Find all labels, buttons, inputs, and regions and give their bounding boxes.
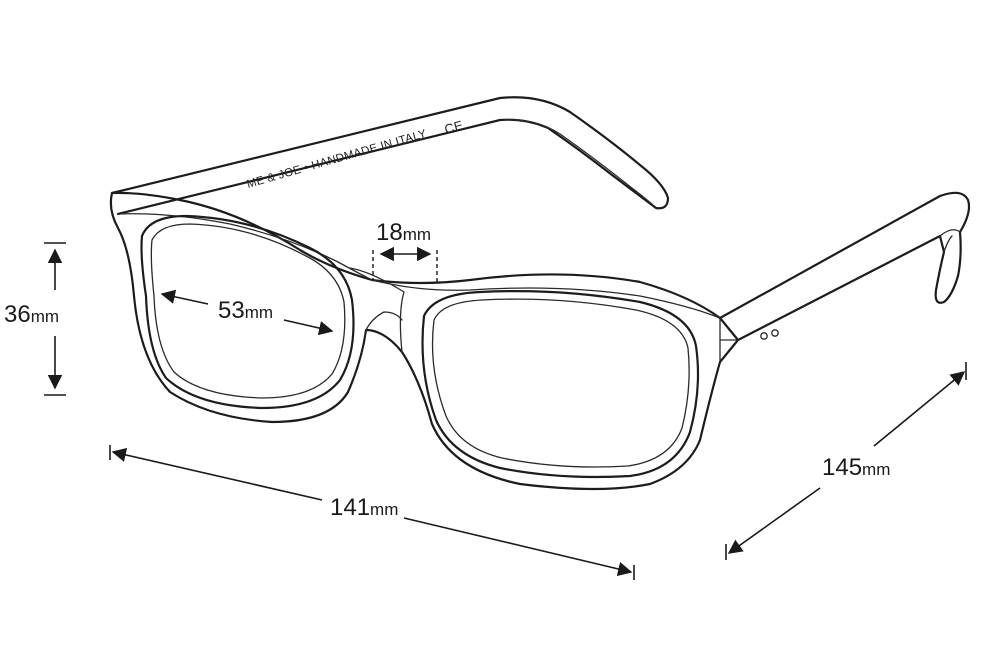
dimension-frame-height: 36mm bbox=[4, 242, 66, 396]
rivet-icon bbox=[760, 332, 768, 340]
lens-width-label: 53mm bbox=[218, 297, 273, 324]
ce-mark-text: CE bbox=[443, 117, 465, 137]
frame-front bbox=[109, 191, 740, 491]
rivet-icon bbox=[771, 329, 779, 337]
dimension-temple-length: 145mm bbox=[725, 362, 967, 560]
left-temple-arm: ME & JOE • HANDMADE IN ITALY CE bbox=[110, 96, 670, 216]
eyeglasses-illustration: ME & JOE • HANDMADE IN ITALY CE bbox=[109, 96, 971, 491]
dimension-bridge-width: 18mm bbox=[372, 219, 438, 282]
left-lens bbox=[140, 214, 355, 410]
right-temple-arm bbox=[718, 191, 971, 342]
total-width-label: 141mm bbox=[330, 494, 398, 521]
frame-height-label: 36mm bbox=[4, 301, 59, 328]
temple-length-label: 145mm bbox=[822, 454, 890, 481]
dimension-total-width: 141mm bbox=[109, 445, 635, 580]
right-lens bbox=[421, 290, 700, 479]
bridge-width-label: 18mm bbox=[376, 219, 431, 246]
dimension-lens-width: 53mm bbox=[160, 289, 334, 336]
brand-imprint: ME & JOE • HANDMADE IN ITALY CE bbox=[246, 117, 465, 191]
